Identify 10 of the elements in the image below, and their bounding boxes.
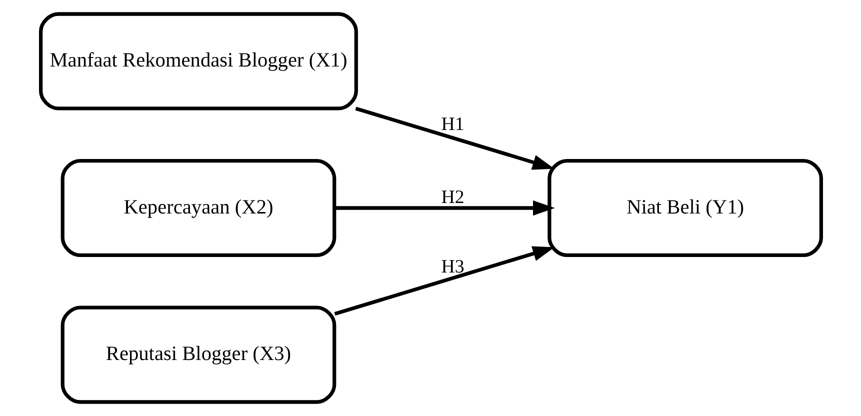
edge-label: H2: [440, 186, 464, 208]
edge-label: H1: [440, 114, 464, 136]
arrow: [354, 106, 554, 170]
node-box: Reputasi Blogger (X3): [60, 306, 336, 404]
node-box: Niat Beli (Y1): [547, 158, 822, 258]
arrow: [334, 246, 554, 316]
arrow: [334, 200, 554, 216]
node-box: Kepercayaan (X2): [60, 158, 336, 258]
node-box: Manfaat Rekomendasi Blogger (X1): [38, 12, 358, 110]
edge-label: H3: [440, 256, 464, 278]
